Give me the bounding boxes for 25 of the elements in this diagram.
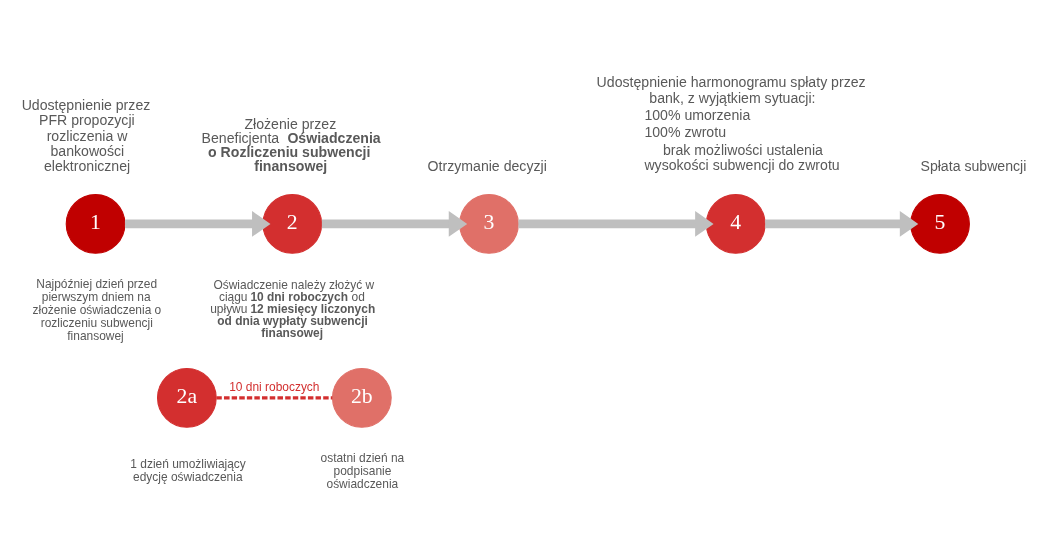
edge-label: 10 dni roboczych xyxy=(229,380,320,395)
arrow xyxy=(321,211,468,237)
node-circle: 1 xyxy=(65,194,126,254)
node-label: 100% zwrotu xyxy=(644,124,726,141)
node-label: Spłata subwencji xyxy=(920,158,1027,175)
node-label: brak możliwości ustalenia wysokości subwencji do zwrotu xyxy=(644,141,840,174)
node-label: Oświadczenie należy złożyć w ciągu 10 dni roboczych od upływu 12 miesięcy liczonych od dnia wypłaty subwencji finansowej xyxy=(210,278,376,341)
node-label: Najpóźniej dzień przed pierwszym dniem na złożenie oświadczenia o rozliczeniu subwencji finansowej xyxy=(32,276,162,344)
arrow xyxy=(125,211,271,237)
node-circle: 2b xyxy=(331,367,392,428)
node-circle: 2a xyxy=(156,367,217,428)
node-label: Udostępnienie harmonogramu spłaty przez bank, z wyjątkiem sytuacji: xyxy=(596,74,866,106)
arrow xyxy=(765,211,919,237)
node-label: 100% umorzenia xyxy=(644,107,751,124)
node-label: ostatni dzień na podpisanie oświadczenia xyxy=(320,450,405,491)
node-circle: 4 xyxy=(705,194,766,254)
node-label: Złożenie przez Beneficjenta Oświadczenia o Rozliczeniu subwencji finansowej xyxy=(201,115,381,175)
node-circle: 3 xyxy=(459,194,519,254)
node-circle: 2 xyxy=(262,194,323,254)
node-circle: 5 xyxy=(910,194,970,254)
arrow xyxy=(518,211,714,237)
node-label: 1 dzień umożliwiający edycję oświadczenia xyxy=(130,457,246,485)
connector xyxy=(216,396,333,400)
node-label: Udostępnienie przez PFR propozycji rozliczenia w bankowości elektronicznej xyxy=(21,97,151,175)
node-label: Otrzymanie decyzji xyxy=(427,158,547,175)
